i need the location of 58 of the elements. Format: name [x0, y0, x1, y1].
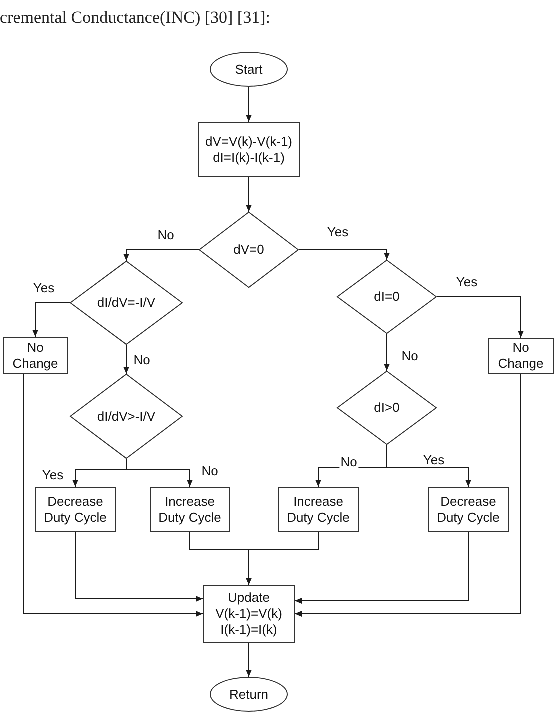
decision-diamond	[337, 260, 437, 334]
arrow	[124, 344, 130, 374]
edge-label: Yes	[41, 468, 65, 482]
condition-text: dV=0	[234, 242, 264, 258]
edge-label: No	[132, 352, 152, 368]
arrow	[298, 250, 390, 260]
edge-label: No	[200, 464, 220, 478]
edge-label: No	[340, 454, 358, 470]
step-text: dV=V(k)-V(k-1)	[205, 134, 293, 150]
arrow	[124, 250, 200, 262]
decision-diamond	[337, 371, 437, 445]
arrow	[436, 296, 524, 338]
arrow	[294, 532, 469, 604]
process-box	[488, 338, 554, 374]
process-box	[150, 487, 230, 532]
edge-label: Yes	[422, 452, 446, 468]
edge-label: Yes	[326, 224, 350, 240]
step-text: No Change	[497, 340, 545, 372]
arrow	[384, 334, 390, 372]
step-text: V(k-1)=V(k)	[216, 606, 282, 622]
arrow	[294, 374, 522, 617]
process-box	[3, 337, 68, 374]
arrow	[246, 642, 252, 678]
step-text: Decrease Duty Cycle	[436, 494, 501, 526]
process-box	[428, 487, 509, 532]
arrow	[386, 444, 472, 488]
edge-label: Yes	[32, 280, 56, 296]
step-text: Increase Duty Cycle	[286, 494, 351, 526]
edge-label: No	[156, 228, 176, 242]
step-text: No Change	[12, 340, 60, 372]
decision-diamond	[199, 212, 299, 288]
arrow	[246, 532, 319, 586]
heading-text: cremental Conductance(INC) [30] [31]:	[0, 7, 270, 29]
step-text: Increase Duty Cycle	[158, 494, 222, 526]
step-text: Decrease Duty Cycle	[43, 494, 108, 526]
step-text: I(k-1)=I(k)	[220, 622, 278, 638]
condition-text: dI/dV>-I/V	[97, 408, 156, 424]
condition-text: dI>0	[374, 400, 400, 416]
arrow	[246, 176, 252, 212]
decision-diamond	[70, 261, 183, 345]
arrow	[32, 302, 70, 338]
arrow	[126, 458, 193, 488]
edge-label: Yes	[455, 274, 479, 290]
arrow	[75, 532, 204, 602]
step-text: Update	[228, 590, 270, 606]
step-text: dI=I(k)-I(k-1)	[213, 150, 285, 166]
terminal-text: Return	[229, 686, 269, 702]
condition-text: dI/dV=-I/V	[97, 295, 156, 311]
terminal-text: Start	[235, 62, 263, 78]
process-box	[35, 487, 116, 532]
decision-diamond	[70, 374, 183, 459]
condition-text: dI=0	[374, 289, 400, 305]
process-box	[198, 122, 300, 177]
process-box	[203, 585, 295, 643]
edge-label: No	[400, 348, 420, 364]
arrow	[246, 86, 252, 122]
arrow	[24, 374, 204, 617]
process-box	[278, 487, 359, 532]
